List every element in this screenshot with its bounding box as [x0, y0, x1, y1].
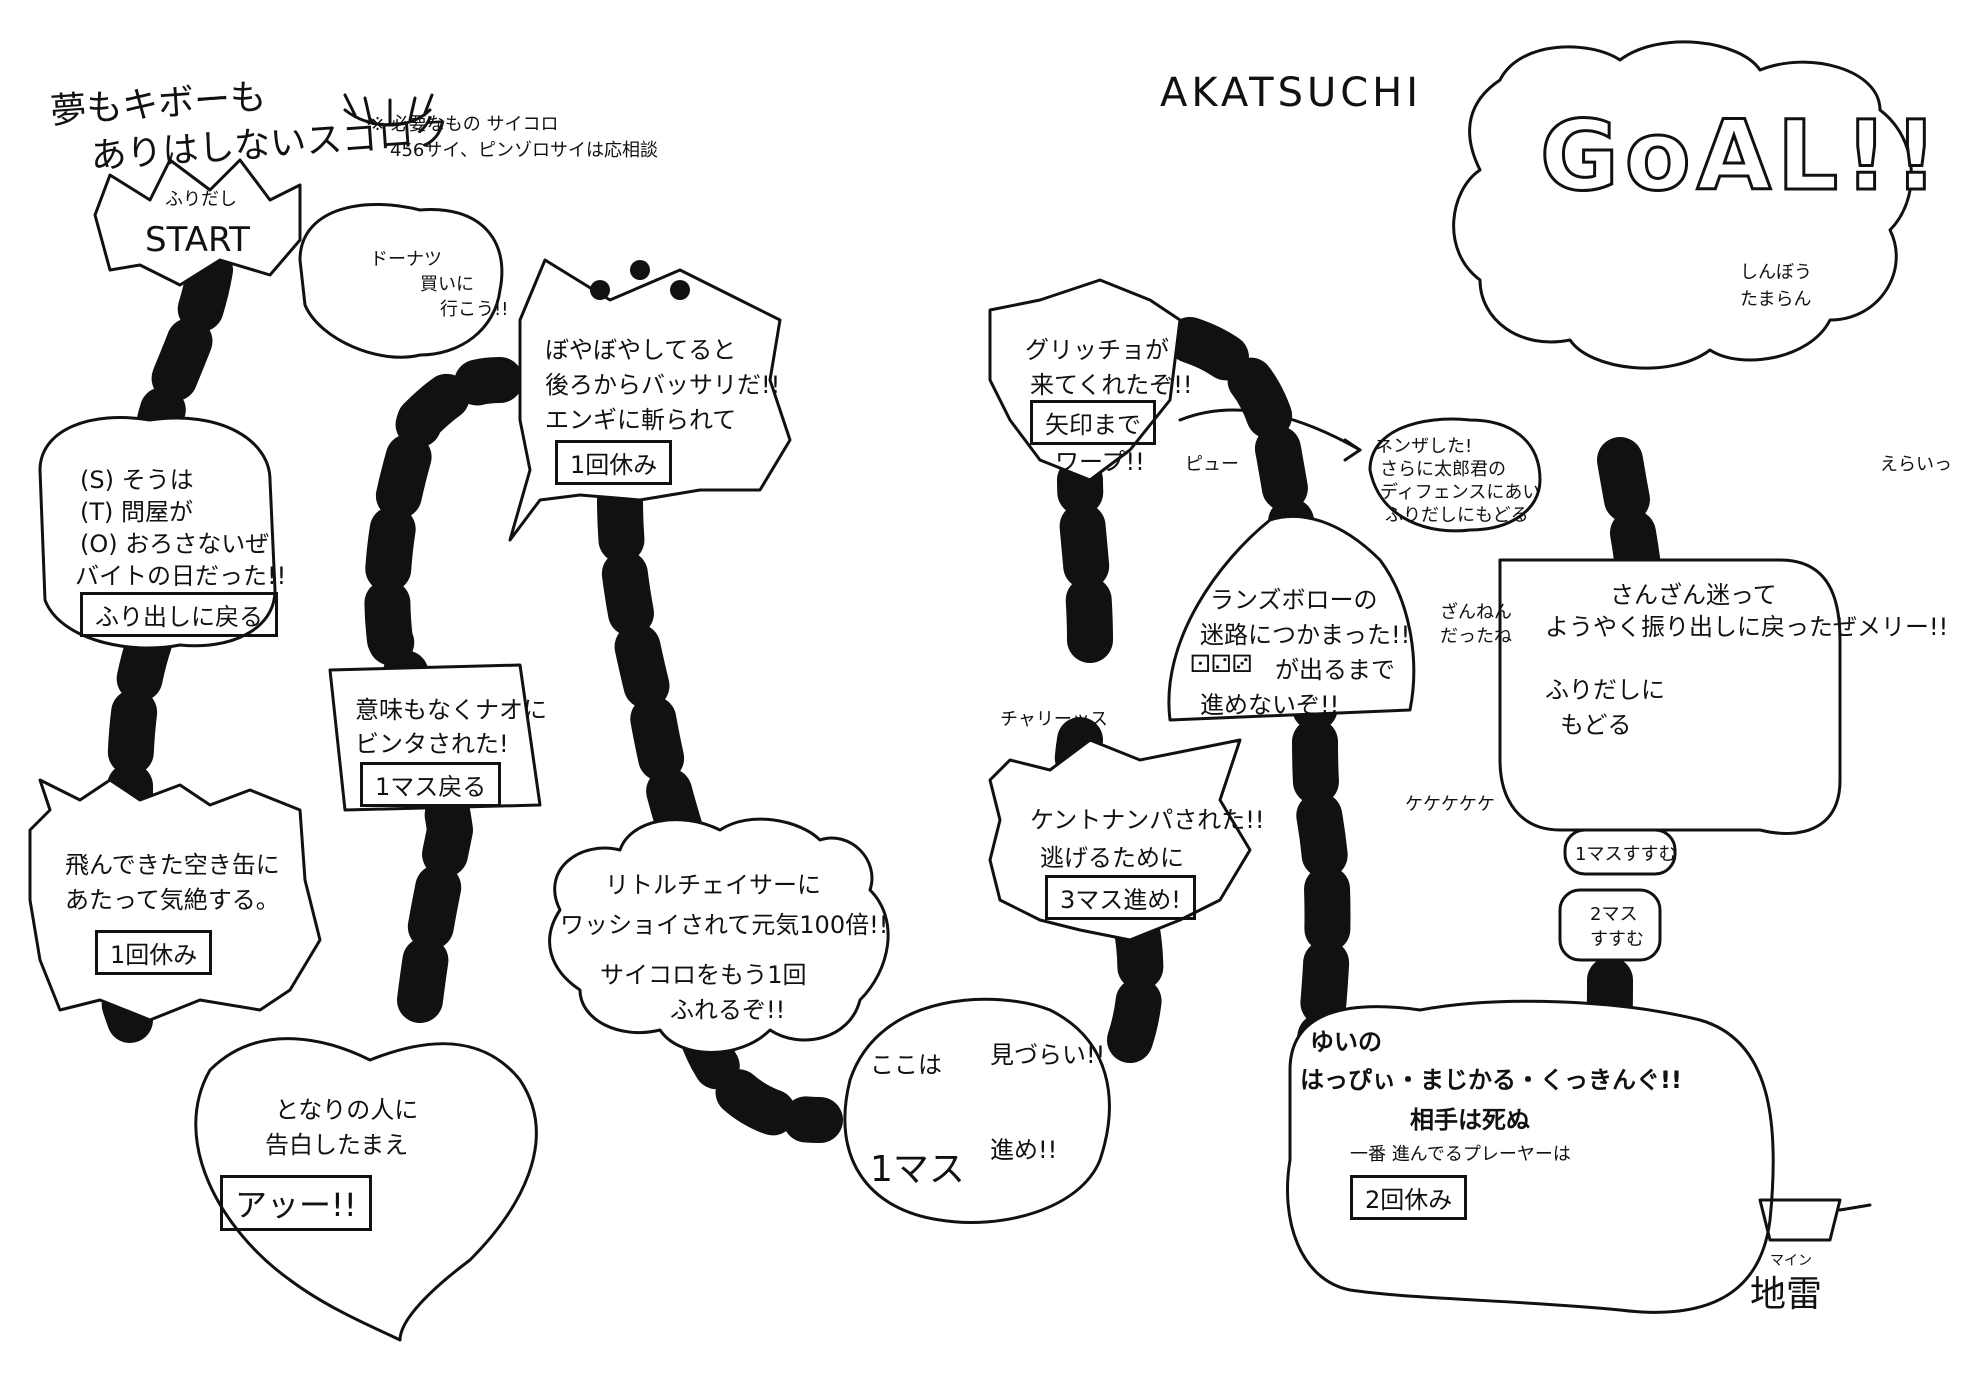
sq8-action-2: ワープ!! [1055, 448, 1145, 476]
sq2-action: 1マス戻る [360, 762, 502, 807]
eyelash-doodle [343, 93, 434, 127]
sq4-line1: となりの人に [275, 1096, 419, 1124]
sq10-sub2: だったね [1440, 626, 1512, 647]
sq6-cloud [548, 817, 890, 1054]
note-line2: 456サイ、ピンゾロサイは応相談 [390, 140, 658, 161]
sq1-action: ふり出しに戻る [80, 592, 278, 637]
sq9-line2: 逃げるために [1040, 844, 1184, 872]
sq1-line1: (S) そうは [80, 466, 194, 494]
author-name: AKATSUCHI [1160, 70, 1423, 116]
sq1-line3: (O) おろさないぜ [80, 530, 270, 558]
sq4-heart [194, 1037, 538, 1342]
sq6-line4: ふれるぞ!! [670, 996, 786, 1024]
sq9-sfx: チャリーッス [1000, 709, 1108, 730]
note-line1: ※ 必要なもの サイコロ [370, 114, 559, 135]
sq10-line4: ふりだしにもどる [1385, 505, 1529, 526]
sq5-line2: 後ろからバッサリだ!! [545, 371, 781, 399]
warp-arrow [1178, 408, 1362, 452]
sq15-line4: 一番 進んでるプレーヤーは [1350, 1144, 1571, 1165]
sq3-action: 1回休み [95, 930, 213, 975]
sq3-line1: 飛んできた空き缶に [65, 851, 280, 879]
goal-sub2: たまらん [1740, 289, 1812, 310]
sq14-line1: 2マス [1590, 904, 1638, 925]
goal-label: GoAL!! [1539, 99, 1944, 214]
sq15-line2: はっぴぃ・まじかる・くっきんぐ!! [1300, 1066, 1682, 1094]
sq11-line4: 進めないぞ!! [1200, 691, 1340, 719]
sq4-action: アッー!! [220, 1175, 372, 1231]
sq10-line2: さらに太郎君の [1380, 459, 1506, 480]
sq7-word3: 1マス [870, 1149, 965, 1190]
start-ruby: ふりだし [165, 189, 237, 210]
sq2-box [328, 663, 542, 812]
sq2-line2: ビンタされた! [355, 730, 509, 758]
sq2-line1: 意味もなくナオに [355, 696, 547, 724]
donut-text-3: 行こう!! [440, 299, 509, 320]
board-path-middle-left [364, 357, 523, 1023]
sq9-action: 3マス進め! [1045, 875, 1196, 920]
frying-pan [1758, 1198, 1872, 1242]
sq11-dome [1167, 514, 1416, 722]
sq7-word1: ここは [870, 1051, 942, 1079]
goal-sub1: しんぼう [1740, 262, 1812, 283]
sq15-action: 2回休み [1350, 1175, 1468, 1220]
sq12-line1: さんざん迷って [1610, 581, 1777, 609]
sq14-pill [1558, 888, 1662, 962]
goal-cloud [1452, 40, 1913, 370]
sq10-bubble [1368, 417, 1542, 533]
sq9-spiky [988, 738, 1252, 942]
sq7-word4: 進め!! [990, 1136, 1058, 1164]
sq11-line2: 迷路につかまった!! [1200, 621, 1411, 649]
sq8-line1: グリッチョが [1025, 336, 1169, 364]
start-gear [93, 158, 302, 287]
sq7-oval [843, 997, 1111, 1224]
sq10-line1: ネンザした! [1375, 436, 1473, 457]
sq7-word2: 見づらい!! [990, 1041, 1106, 1069]
sq1-line2: (T) 問屋が [80, 498, 194, 526]
sq3-box [28, 778, 322, 1022]
sq15-line1: ゆいの [1310, 1028, 1382, 1056]
donut-bubble [298, 203, 504, 359]
sq5-line1: ぼやぼやしてると [545, 336, 737, 364]
sq8-action-1: 矢印まで [1030, 400, 1156, 445]
sq12-line2: ようやく振り出しに戻ったぜメリー!! [1545, 613, 1949, 641]
sq9-line1: ケントナンパされた!! [1030, 806, 1265, 834]
sq6-line1: リトルチェイサーに [605, 871, 821, 899]
sq14-line2: すすむ [1590, 929, 1644, 950]
mine-ruby: マイン [1770, 1253, 1812, 1269]
board-path-center [597, 477, 713, 883]
sq13-pill [1563, 828, 1677, 876]
sq12-panel [1498, 558, 1842, 835]
sq8-line2: 来てくれたぞ!! [1030, 371, 1193, 399]
sq6-line2: ワッショイされて元気100倍!! [560, 911, 889, 939]
sq10-line3: ディフェンスにあい [1380, 482, 1541, 503]
sq8-sfx: ピュー [1185, 454, 1239, 475]
sq11-dice: ⚀⚁⚂ [1190, 650, 1253, 678]
sq12-line4: もどる [1560, 711, 1632, 739]
sq11-line3: が出るまで [1275, 656, 1395, 684]
donut-text-2: 買いに [420, 274, 474, 295]
sq11-sfx: ケケケケケ [1405, 794, 1495, 815]
mine-label: 地雷 [1750, 1274, 1823, 1315]
sq8-shield [988, 278, 1182, 482]
sq5-bubble [508, 258, 792, 542]
sq1-bubble [38, 415, 277, 650]
sq4-line2: 告白したまえ [265, 1131, 409, 1159]
start-label: START [145, 220, 250, 260]
sq10-sub1: ざんねん [1440, 602, 1512, 623]
sq3-line2: あたって気絶する。 [65, 886, 280, 914]
sq1-line4: バイトの日だった!! [75, 562, 287, 590]
sq12-line3: ふりだしに [1545, 676, 1665, 704]
sq5-line3: エンギに斬られて [545, 406, 737, 434]
sq13-label: 1マスすすむ [1575, 844, 1677, 865]
sq11-line1: ランズボローの [1210, 586, 1378, 614]
eraitsu-text: えらいっ [1880, 454, 1952, 475]
sq6-line3: サイコロをもう1回 [600, 961, 807, 989]
sq15-line3: 相手は死ぬ [1410, 1106, 1530, 1134]
sq15-bubble [1286, 999, 1775, 1314]
sq5-action: 1回休み [555, 440, 673, 485]
donut-text-1: ドーナツ [370, 249, 442, 270]
